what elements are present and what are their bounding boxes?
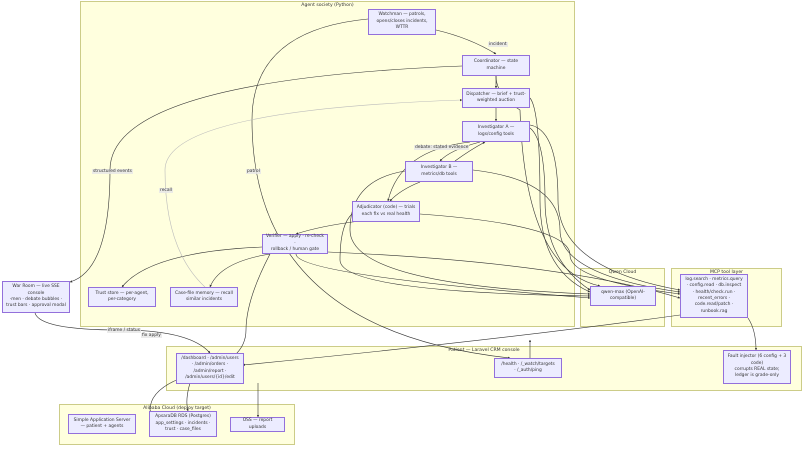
watchman-node: Watchman — patrols, opens/closes inciden… <box>368 9 436 35</box>
edge-label-debate: debate: stated evidence <box>414 145 470 151</box>
fault-injector-node: Fault injector (6 config + 3 code) corru… <box>723 350 791 384</box>
mcp-tools-label: log.search · metrics.query · config.read… <box>685 276 743 314</box>
investigator-b-node: Investigator B — metrics/db tools <box>405 161 473 182</box>
edge-label-recall: recall <box>159 188 173 194</box>
coordinator-node: Coordinator — state machine <box>462 55 530 76</box>
cluster-title: Qwen Cloud <box>608 270 637 275</box>
admin-routes-node: /dashboard · /admin/users · /admin/order… <box>176 353 244 384</box>
watchman-label: Watchman — patrols, opens/closes inciden… <box>376 12 428 31</box>
qwen-max-node: qwen-max (OpenAI- compatible) <box>590 286 656 306</box>
cluster-title: Patient — Laravel CRM console <box>448 348 520 353</box>
coordinator-label: Coordinator — state machine <box>473 59 519 71</box>
admin-routes-label: /dashboard · /admin/users · /admin/order… <box>181 355 239 380</box>
war-room-node: War Room — live SSE console ·men · debat… <box>2 281 70 313</box>
edge-label-fix-apply: fix apply <box>141 333 162 339</box>
case-file-memory-label: Case-file memory — recall similar incide… <box>175 290 233 302</box>
adjudicator-label: Adjudicator (code) — trials each fix vs … <box>356 205 416 217</box>
apsaradb-label: ApsaraDB RDS (Postgres) app_settings · i… <box>155 414 211 433</box>
cluster-title: MCP tool layer <box>709 270 744 275</box>
investigator-b-label: Investigator B — metrics/db tools <box>420 165 458 177</box>
edge-label-structured-events: structured events <box>92 169 133 175</box>
mcp-tools-node: log.search · metrics.query · config.read… <box>680 274 748 318</box>
investigator-a-node: Investigator A — logs/config tools <box>462 121 530 142</box>
verifier-label: Verifier — apply · re-check · rollback /… <box>266 234 324 253</box>
apsaradb-node: ApsaraDB RDS (Postgres) app_settings · i… <box>149 411 217 437</box>
dispatcher-label: Dispatcher — brief + trust- weighted auc… <box>466 91 526 103</box>
case-file-memory-node: Case-file memory — recall similar incide… <box>170 287 238 307</box>
cluster-agent-society: Agent society (Python) <box>80 1 575 327</box>
edge-label-iframe-status: iframe / status <box>107 328 142 334</box>
adjudicator-node: Adjudicator (code) — trials each fix vs … <box>352 201 420 222</box>
fault-injector-label: Fault injector (6 config + 3 code) corru… <box>727 354 787 379</box>
health-routes-node: /health · /_watch/targets · /_auth/ping <box>494 358 562 378</box>
edge-label-incident: incident <box>488 42 508 48</box>
verifier-node: Verifier — apply · re-check · rollback /… <box>262 234 328 254</box>
investigator-a-label: Investigator A — logs/config tools <box>477 125 515 137</box>
oss-label: OSS — report uploads <box>242 418 273 430</box>
oss-node: OSS — report uploads <box>230 417 285 432</box>
war-room-label: War Room — live SSE console ·men · debat… <box>6 284 66 309</box>
dispatcher-node: Dispatcher — brief + trust- weighted auc… <box>462 88 530 108</box>
trust-store-node: Trust store — per-agent, per-category <box>88 287 156 307</box>
cluster-title: Agent society (Python) <box>301 3 354 8</box>
cluster-patient: Patient — Laravel CRM console <box>166 346 802 391</box>
simple-app-server-label: Simple Application Server — patient + ag… <box>73 417 131 429</box>
qwen-max-label: qwen-max (OpenAI- compatible) <box>601 289 645 301</box>
edge-label-patrol: patrol <box>246 169 261 175</box>
simple-app-server-node: Simple Application Server — patient + ag… <box>68 414 136 434</box>
health-routes-label: /health · /_watch/targets · /_auth/ping <box>501 361 555 373</box>
trust-store-label: Trust store — per-agent, per-category <box>95 290 149 302</box>
